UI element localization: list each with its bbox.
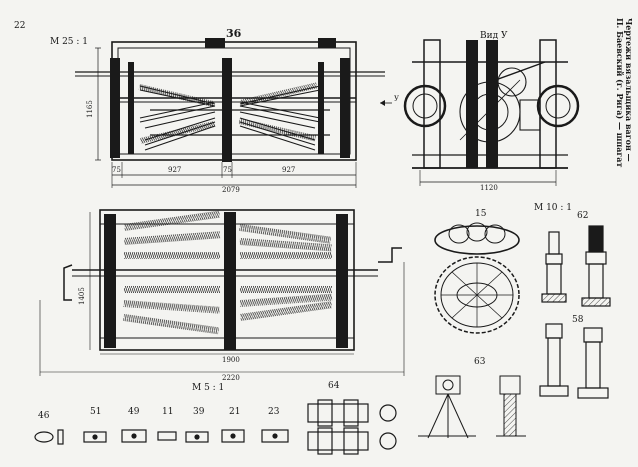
- dim-top-seg3: 75: [223, 166, 232, 174]
- page-number: 22: [14, 21, 26, 31]
- post-drawings: [539, 225, 611, 399]
- fig63-drawing: [418, 375, 526, 439]
- dim-mid-height: 1405: [78, 287, 86, 305]
- scale-top-left: М 25 : 1: [50, 37, 89, 47]
- dim-top-left-height: 1165: [86, 100, 94, 118]
- caption-line-1: Чертежи вязальщика вагон —: [624, 18, 634, 162]
- figure-number-62: 62: [577, 211, 589, 221]
- dim-right-width: 1120: [480, 184, 498, 192]
- dim-top-seg1: 75: [112, 166, 121, 174]
- dim-mid-overall: 2220: [222, 374, 240, 382]
- lower-plan-drawing: [39, 209, 405, 376]
- caption-line-2: П. Баевский (г. Рига) — шпагат: [614, 18, 625, 168]
- fig15-drawing: [434, 222, 520, 334]
- fig64-drawing: [307, 399, 397, 455]
- figure-number-46: 46: [38, 411, 50, 421]
- dim-top-seg2: 927: [168, 166, 182, 174]
- figure-number-51: 51: [90, 407, 102, 417]
- dim-top-total: 2079: [222, 186, 240, 194]
- small-parts: [34, 429, 289, 445]
- arrow-label: У: [394, 95, 400, 103]
- figure-number-36: 36: [226, 27, 242, 40]
- dim-mid-width: 1900: [222, 356, 240, 364]
- figure-number-23: 23: [268, 407, 280, 417]
- top-plan-drawing: [75, 38, 392, 188]
- drawing-caption: Чертежи вязальщика вагон — П. Баевский (…: [614, 18, 634, 168]
- dim-top-seg4: 927: [282, 166, 296, 174]
- figure-number-63: 63: [474, 357, 486, 367]
- figure-number-49: 49: [128, 407, 140, 417]
- figure-number-58: 58: [572, 315, 584, 325]
- view-label: Вид У: [480, 31, 508, 41]
- figure-number-39: 39: [193, 407, 205, 417]
- side-view-drawing: [403, 39, 580, 186]
- scale-bottom: М 5 : 1: [192, 383, 225, 393]
- figure-number-21: 21: [229, 407, 241, 417]
- scale-right-mid: М 10 : 1: [534, 203, 573, 213]
- figure-number-11: 11: [162, 407, 174, 417]
- figure-number-15: 15: [475, 209, 487, 219]
- figure-number-64: 64: [328, 381, 340, 391]
